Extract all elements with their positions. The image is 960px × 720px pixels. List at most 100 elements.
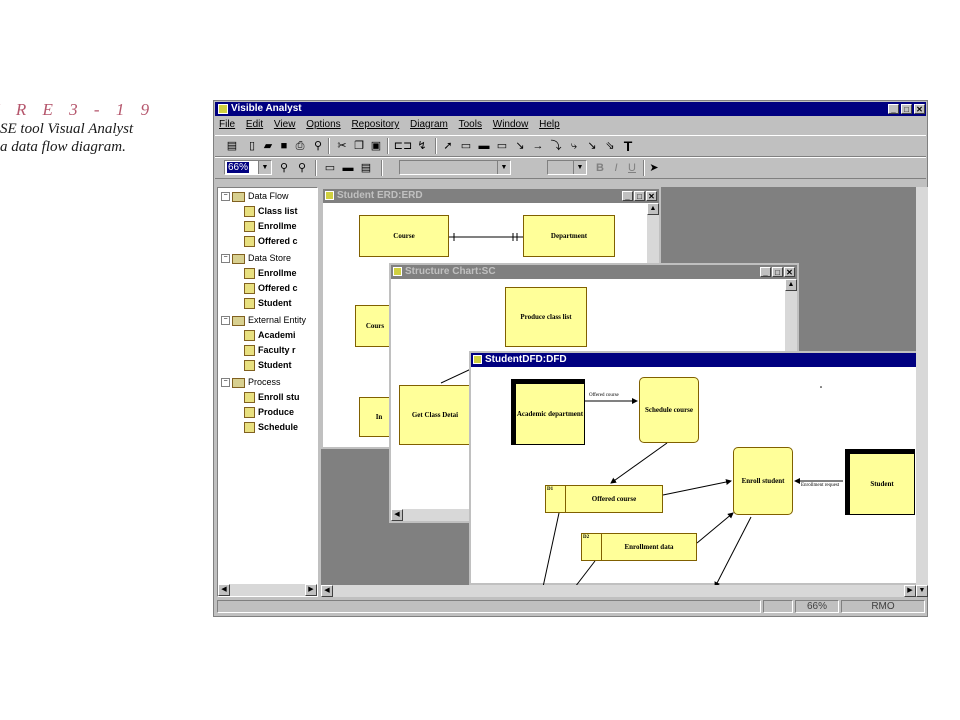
process-tool-icon[interactable]: ▬ bbox=[478, 140, 490, 152]
tree-item[interactable]: Enroll stu bbox=[244, 391, 300, 404]
menu-window[interactable]: Window bbox=[492, 119, 529, 130]
maximize-button[interactable]: □ bbox=[772, 267, 783, 277]
elbow-line-icon[interactable]: ⤵ bbox=[550, 140, 562, 152]
close-button[interactable]: ✕ bbox=[646, 191, 657, 201]
zoom-out-icon[interactable]: ⚲ bbox=[297, 162, 307, 174]
menu-tools[interactable]: Tools bbox=[458, 119, 482, 130]
copy-icon[interactable]: ❐ bbox=[354, 140, 364, 152]
chevron-down-icon[interactable]: ▼ bbox=[573, 161, 586, 174]
italic-button[interactable]: I bbox=[614, 162, 618, 174]
menu-help[interactable]: Help bbox=[539, 119, 560, 130]
dfd-store-offered-course[interactable]: D1 Offered course bbox=[545, 485, 663, 513]
minimize-button[interactable]: _ bbox=[622, 191, 633, 201]
tree-item[interactable]: Faculty r bbox=[244, 344, 296, 357]
scroll-left-icon[interactable]: ◀ bbox=[218, 584, 230, 596]
scroll-up-icon[interactable]: ▲ bbox=[785, 279, 797, 291]
tree-item[interactable]: Student bbox=[244, 359, 292, 372]
tree-item[interactable]: Enrollme bbox=[244, 267, 297, 280]
data-store-icon bbox=[244, 268, 255, 280]
arrow-down-right-icon[interactable]: ↘ bbox=[587, 140, 597, 152]
collapse-icon[interactable]: − bbox=[221, 316, 230, 326]
save-icon[interactable]: ■ bbox=[280, 140, 288, 152]
view-store-icon[interactable]: ▤ bbox=[360, 162, 372, 174]
tree-item[interactable]: Enrollme bbox=[244, 220, 297, 233]
scroll-left-icon[interactable]: ◀ bbox=[391, 509, 403, 521]
entity-tool-icon[interactable]: ▭ bbox=[460, 140, 472, 152]
find-icon[interactable]: ⚲ bbox=[313, 140, 323, 152]
dfd-window[interactable]: StudentDFD:DFD Academic department Stude… bbox=[469, 351, 922, 587]
chevron-down-icon[interactable]: ▼ bbox=[258, 161, 271, 174]
repository-tree: −Data Flow Class list Enrollme Offered c… bbox=[217, 187, 318, 597]
unlink-icon[interactable]: ↯ bbox=[417, 140, 427, 152]
menu-edit[interactable]: Edit bbox=[245, 119, 264, 130]
erd-entity-course[interactable]: Course bbox=[359, 215, 449, 257]
tree-item[interactable]: Offered c bbox=[244, 282, 298, 295]
dfd-store-enrollment-data[interactable]: D2 Enrollment data bbox=[581, 533, 697, 561]
tree-item[interactable]: Offered c bbox=[244, 235, 298, 248]
line-right-icon[interactable]: → bbox=[532, 140, 544, 152]
open-folder-icon[interactable]: ▰ bbox=[263, 140, 273, 152]
bold-button[interactable]: B bbox=[596, 162, 604, 174]
dfd-process-schedule-course[interactable]: Schedule course bbox=[639, 377, 699, 443]
tree-item[interactable]: Class list bbox=[244, 205, 298, 218]
sc-module-produce-class-list[interactable]: Produce class list bbox=[505, 287, 587, 347]
arrow-diag-icon[interactable]: ⇘ bbox=[605, 140, 615, 152]
chevron-down-icon[interactable]: ▼ bbox=[497, 161, 510, 174]
paste-icon[interactable]: ▣ bbox=[370, 140, 382, 152]
new-file-icon[interactable]: ▯ bbox=[248, 140, 256, 152]
zoom-select[interactable]: 66% ▼ bbox=[224, 160, 272, 175]
collapse-icon[interactable]: − bbox=[221, 192, 230, 202]
tree-item[interactable]: Produce bbox=[244, 406, 294, 419]
dfd-process-enroll-student[interactable]: Enroll student bbox=[733, 447, 793, 515]
scroll-up-icon[interactable]: ▲ bbox=[647, 203, 659, 215]
tree-item[interactable]: Schedule bbox=[244, 421, 298, 434]
zoom-in-icon[interactable]: ⚲ bbox=[279, 162, 289, 174]
tree-group-data-flow[interactable]: −Data Flow bbox=[221, 190, 289, 202]
text-tool-icon[interactable]: T bbox=[623, 138, 633, 154]
sc-module-get-class-detail[interactable]: Get Class Detai bbox=[399, 385, 471, 445]
tree-group-external-entity[interactable]: −External Entity bbox=[221, 314, 306, 326]
menu-view[interactable]: View bbox=[273, 119, 296, 130]
collapse-icon[interactable]: − bbox=[221, 254, 230, 264]
font-size-select[interactable]: ▼ bbox=[547, 160, 587, 175]
restore-button[interactable]: □ bbox=[901, 104, 912, 114]
scroll-right-icon[interactable]: ▶ bbox=[904, 585, 916, 597]
tree-item[interactable]: Student bbox=[244, 297, 292, 310]
print-icon[interactable]: ⎙ bbox=[295, 140, 305, 152]
color-arrow-icon[interactable]: ➤ bbox=[649, 162, 659, 174]
erd-entity-department[interactable]: Department bbox=[523, 215, 615, 257]
pointer-icon[interactable]: ➚ bbox=[443, 140, 453, 152]
view-process-icon[interactable]: ▬ bbox=[342, 162, 354, 174]
erd-entity-course-partial[interactable]: Cours bbox=[355, 305, 395, 347]
menu-repository[interactable]: Repository bbox=[351, 119, 400, 130]
menu-diagram[interactable]: Diagram bbox=[410, 119, 448, 130]
close-button[interactable]: ✕ bbox=[784, 267, 795, 277]
tree-group-process[interactable]: −Process bbox=[221, 376, 281, 388]
view-entity-icon[interactable]: ▭ bbox=[324, 162, 336, 174]
curve-line-icon[interactable]: ⤷ bbox=[570, 140, 578, 152]
scroll-down-icon[interactable]: ▼ bbox=[916, 585, 928, 597]
menu-file[interactable]: File bbox=[219, 119, 236, 130]
collapse-icon[interactable]: − bbox=[221, 378, 230, 388]
link-icon[interactable]: ⊏⊐ bbox=[393, 140, 413, 152]
maximize-button[interactable]: □ bbox=[634, 191, 645, 201]
store-tool-icon[interactable]: ▭ bbox=[496, 140, 508, 152]
main-vertical-scrollbar[interactable]: ▼ bbox=[916, 187, 928, 597]
minimize-button[interactable]: _ bbox=[760, 267, 771, 277]
main-horizontal-scrollbar[interactable]: ◀ ▶ bbox=[321, 585, 916, 597]
minimize-button[interactable]: _ bbox=[888, 104, 899, 114]
menu-options[interactable]: Options bbox=[306, 119, 341, 130]
scroll-right-icon[interactable]: ▶ bbox=[305, 584, 317, 596]
dfd-entity-academic-department[interactable]: Academic department bbox=[511, 379, 585, 445]
project-icon[interactable]: ▤ bbox=[226, 140, 238, 152]
line-down-icon[interactable]: ↘ bbox=[515, 140, 525, 152]
dfd-entity-student[interactable]: Student bbox=[845, 449, 915, 515]
tree-item[interactable]: Academi bbox=[244, 329, 296, 342]
font-select[interactable]: ▼ bbox=[399, 160, 511, 175]
tree-group-data-store[interactable]: −Data Store bbox=[221, 252, 291, 264]
cut-icon[interactable]: ✂ bbox=[337, 140, 347, 152]
close-button[interactable]: ✕ bbox=[914, 104, 925, 114]
underline-button[interactable]: U bbox=[628, 162, 636, 174]
scroll-left-icon[interactable]: ◀ bbox=[321, 585, 333, 597]
tree-horizontal-scrollbar[interactable]: ◀ ▶ bbox=[218, 584, 317, 596]
